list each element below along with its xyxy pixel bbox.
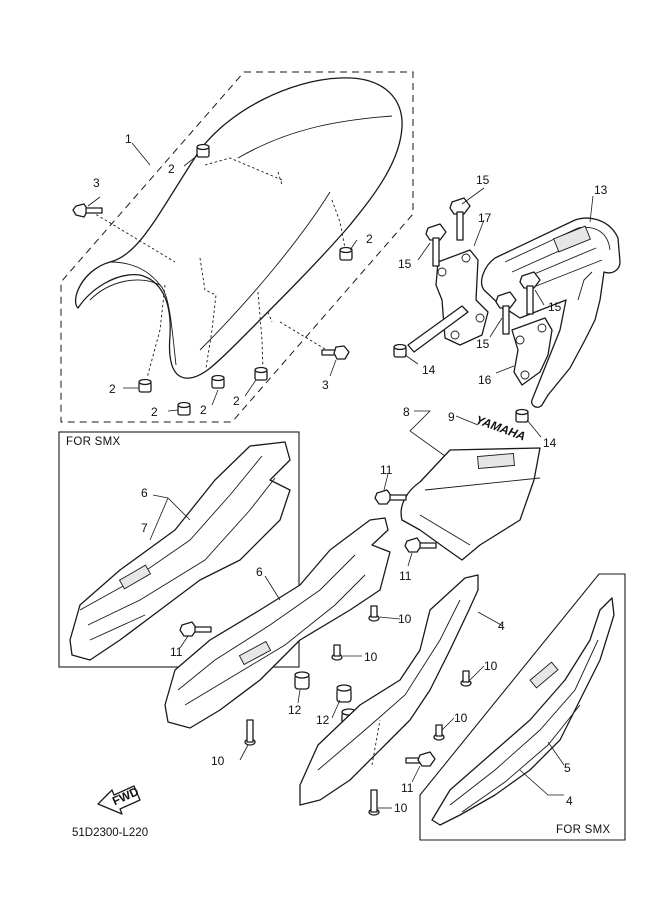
callout: 15 — [476, 337, 490, 351]
bolt-15[interactable] — [449, 197, 471, 241]
seat[interactable] — [74, 77, 403, 379]
callout: 2 — [366, 232, 373, 246]
bolt-11[interactable] — [374, 489, 407, 505]
callout: 17 — [478, 211, 492, 225]
callout: 10 — [211, 754, 225, 768]
callouts: 1 2 2 2 2 2 2 3 3 4 4 5 6 6 7 8 9 10 10 … — [93, 132, 608, 815]
screw-10[interactable] — [331, 644, 343, 661]
callout: 16 — [478, 373, 492, 387]
right-inset-label: FOR SMX — [556, 824, 611, 836]
seat-rear-edge — [109, 261, 161, 286]
bolt-15[interactable] — [425, 223, 447, 267]
callout: 11 — [380, 463, 393, 477]
callout: 4 — [566, 794, 573, 808]
screw-10[interactable] — [368, 789, 380, 816]
bolt-11[interactable] — [405, 751, 436, 767]
callout: 15 — [548, 300, 562, 314]
grommet-12[interactable] — [336, 684, 352, 703]
screw-10[interactable] — [460, 670, 472, 687]
rear-carrier-group — [393, 197, 621, 423]
cap-14[interactable] — [393, 343, 407, 358]
left-inset: FOR SMX — [58, 431, 300, 668]
grommet-12[interactable] — [294, 671, 310, 690]
callout: 11 — [401, 781, 414, 795]
callout: 3 — [322, 378, 329, 392]
callout: 2 — [233, 394, 240, 408]
callout: 10 — [398, 612, 412, 626]
callout: 7 — [141, 521, 148, 535]
hardware — [244, 605, 472, 816]
callout: 1 — [125, 132, 132, 146]
callout: 15 — [398, 257, 412, 271]
callout: 14 — [543, 436, 557, 450]
side-cover-smx-left[interactable] — [69, 441, 291, 661]
callout: 4 — [498, 619, 505, 633]
callout: 2 — [151, 405, 158, 419]
callout: 11 — [399, 569, 412, 583]
seat-dashed-outline — [60, 71, 414, 423]
damper-2[interactable] — [339, 246, 353, 261]
callout: 3 — [93, 176, 100, 190]
bracket-17[interactable] — [435, 249, 489, 346]
side-cover-4-group — [299, 574, 479, 806]
tail-cover-group: YAMAHA — [374, 413, 541, 561]
callout: 10 — [484, 659, 498, 673]
callout: 14 — [422, 363, 436, 377]
callout: 12 — [288, 703, 302, 717]
bolt-15[interactable] — [495, 291, 517, 335]
callout: 2 — [200, 403, 207, 417]
callout: 5 — [564, 761, 571, 775]
callout: 10 — [454, 711, 468, 725]
callout: 8 — [403, 405, 410, 419]
callout: 13 — [594, 183, 608, 197]
side-cover-6[interactable] — [164, 517, 391, 729]
reference-code: 51D2300-L220 — [72, 827, 148, 839]
tail-cover[interactable] — [400, 447, 541, 561]
bolt-3[interactable] — [72, 203, 103, 218]
damper-2[interactable] — [138, 378, 152, 393]
damper-2[interactable] — [211, 374, 225, 389]
side-cover-smx-right[interactable] — [431, 597, 615, 826]
fwd-arrow-icon: FWD — [97, 784, 141, 815]
side-cover-6-group — [164, 517, 391, 729]
callout: 11 — [170, 645, 183, 659]
bolt-11[interactable] — [404, 537, 437, 553]
callout: 2 — [168, 162, 175, 176]
right-inset: FOR SMX — [419, 573, 626, 841]
callout: 15 — [476, 173, 490, 187]
callout: 10 — [394, 801, 408, 815]
left-inset-label: FOR SMX — [66, 436, 121, 448]
callout: 12 — [316, 713, 330, 727]
damper-2[interactable] — [196, 143, 210, 158]
bracket-16[interactable] — [511, 317, 553, 386]
bolt-3[interactable] — [321, 345, 350, 360]
screw-10[interactable] — [368, 605, 380, 622]
seat-side-seam — [199, 191, 331, 351]
cap-14[interactable] — [515, 408, 529, 423]
screw-10[interactable] — [433, 724, 445, 741]
damper-2[interactable] — [177, 401, 191, 416]
callout: 6 — [256, 565, 263, 579]
callout: 10 — [364, 650, 378, 664]
callout: 9 — [448, 410, 455, 424]
seat-group — [60, 71, 414, 423]
damper-2[interactable] — [254, 366, 268, 381]
bolt-15[interactable] — [519, 271, 541, 315]
callout: 6 — [141, 486, 148, 500]
screw-10[interactable] — [244, 719, 256, 746]
bolt-11[interactable] — [179, 621, 212, 637]
leader-lines — [87, 142, 594, 809]
rear-carrier[interactable] — [480, 217, 621, 408]
seat-top-seam — [237, 115, 393, 159]
callout: 2 — [109, 382, 116, 396]
